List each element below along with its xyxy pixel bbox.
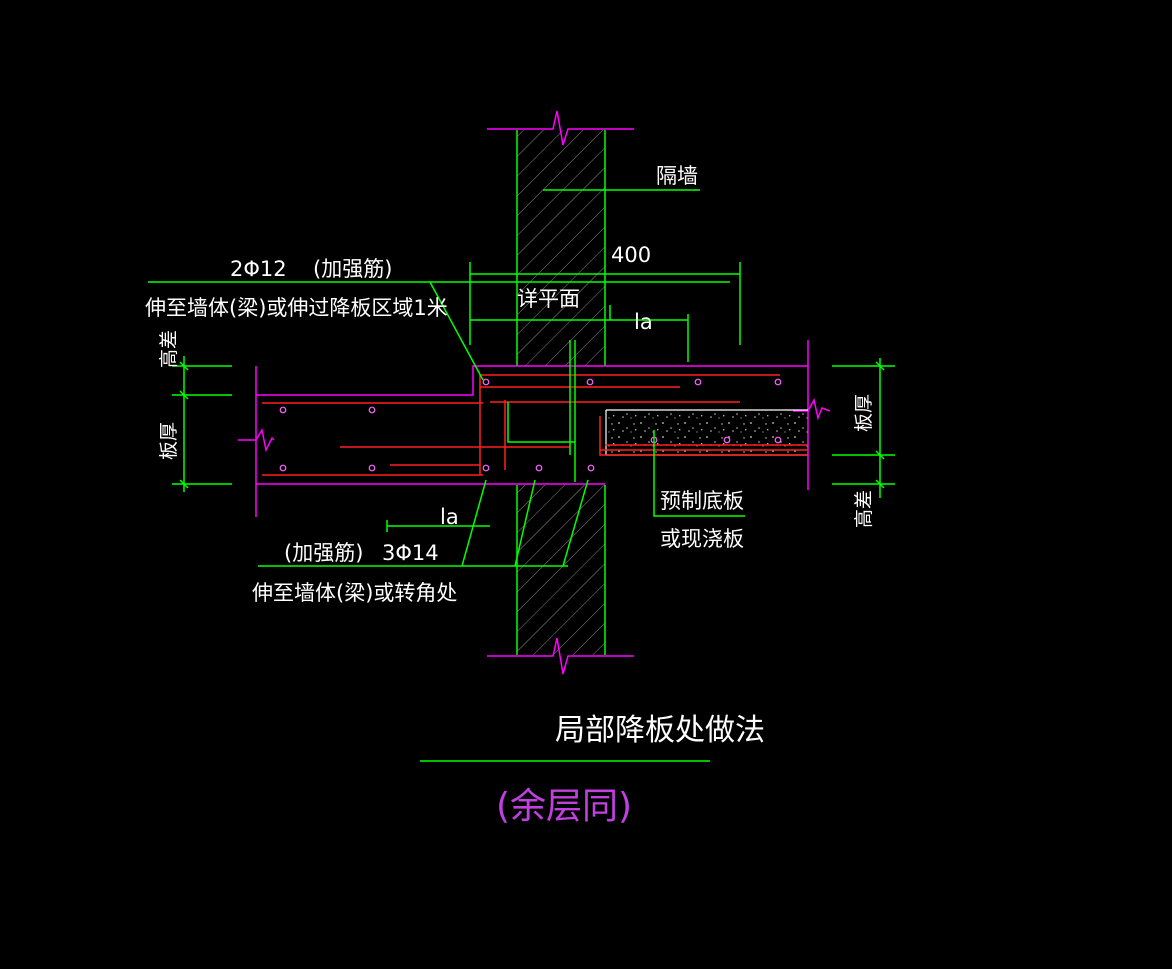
left-height-diff-label: 高差 [158,330,180,368]
left-slab-outline [255,340,809,517]
precast-label-line2: 或现浇板 [660,527,744,551]
precast-label-line1: 预制底板 [660,489,744,513]
top-bar-extend-label: 伸至墙体(梁)或伸过降板区域1米 [145,296,448,320]
partition-wall-lower [516,485,606,655]
red-rebars [262,374,808,476]
right-slab-thickness-label: 板厚 [853,394,875,432]
drawing-title: 局部降板处做法 [555,713,765,748]
left-slab-break [238,427,275,453]
precast-slab [605,409,808,456]
bottom-bar-extend-label: 伸至墙体(梁)或转角处 [252,581,457,605]
see-plan-label: 详平面 [517,287,580,311]
dimension-400-label: 400 [611,243,651,267]
partition-wall-upper [516,130,606,366]
wall-break-line-top [487,110,634,146]
wall-break-line-bottom [487,637,634,675]
green-rebars-and-leaders [148,189,895,762]
partition-wall-label: 隔墙 [656,164,698,188]
la-bottom-label: la [440,505,459,529]
bottom-bar-spec-label: 3Φ14 [382,541,439,565]
drawing-subtitle: (余层同) [496,786,632,827]
la-top-label: la [634,310,653,334]
top-bar-note-label: (加强筋) [313,257,392,281]
bottom-bar-note-label: (加强筋) [284,541,363,565]
right-height-diff-label: 高差 [853,490,875,528]
left-slab-thickness-label: 板厚 [158,422,180,460]
top-bar-spec-label: 2Φ12 [230,257,287,281]
